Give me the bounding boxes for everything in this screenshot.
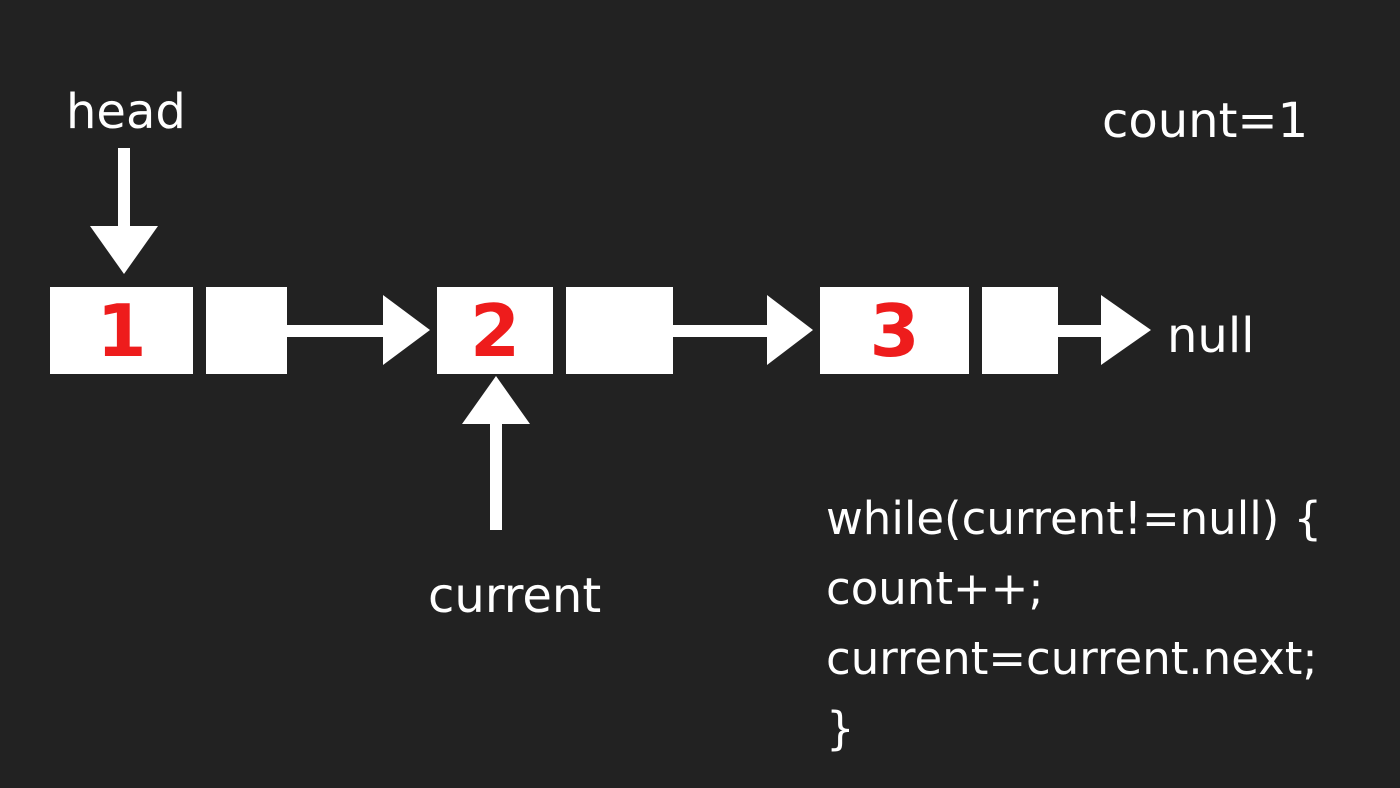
count-label: count=1 (1102, 93, 1309, 149)
node-1-next-box (206, 287, 287, 374)
node-2-next-box (566, 287, 673, 374)
code-line-increment: count++; (826, 562, 1044, 615)
null-label: null (1167, 308, 1255, 364)
head-label: head (66, 84, 186, 140)
next-arrow-1-to-2 (287, 295, 430, 365)
node-1-data-box: 1 (50, 287, 193, 374)
next-arrow-3-to-null (1058, 295, 1151, 365)
current-pointer-arrow (462, 376, 530, 530)
node-3-next-box (982, 287, 1058, 374)
code-block: while(current!=null) { count++; current=… (826, 484, 1322, 764)
code-line-while: while(current!=null) { (826, 492, 1323, 545)
node-2-data-box: 2 (437, 287, 553, 374)
code-line-close-brace: } (826, 702, 855, 755)
node-2-value: 2 (469, 288, 521, 373)
current-label: current (428, 568, 602, 624)
node-3-data-box: 3 (820, 287, 969, 374)
node-3-value: 3 (869, 288, 920, 373)
code-line-advance: current=current.next; (826, 632, 1318, 685)
next-arrow-2-to-3 (673, 295, 813, 365)
head-pointer-arrow (90, 148, 158, 274)
node-1-value: 1 (96, 288, 147, 373)
